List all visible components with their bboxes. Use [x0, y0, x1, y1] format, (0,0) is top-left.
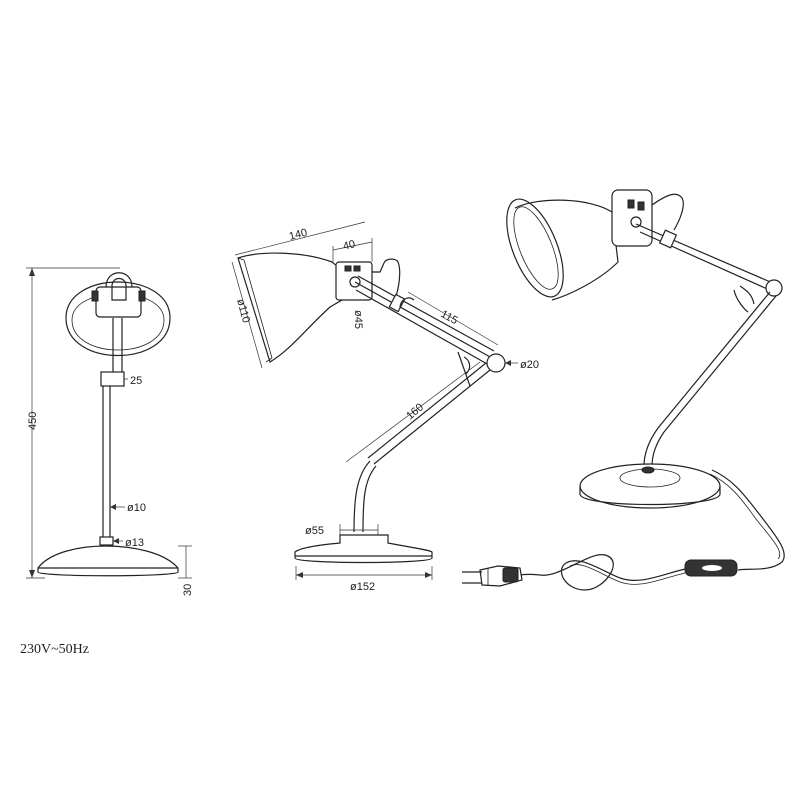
dim-base-13: ø13 [125, 537, 144, 549]
side-view: 140 40 ø110 ø45 115 ø20 160 [231, 221, 539, 593]
dim-arm-25: 25 [130, 375, 142, 387]
dim-stem-10: ø10 [127, 502, 146, 514]
dim-shade-length-140: 140 [288, 227, 309, 243]
dim-joint-dia-20: ø20 [520, 359, 539, 371]
voltage-rating: 230V~50Hz [20, 642, 90, 657]
dim-socket-40: 40 [342, 238, 357, 253]
front-view: 450 25 ø10 ø13 30 [26, 267, 194, 596]
dim-base-height-30: 30 [182, 584, 194, 596]
dim-shade-dia-110: ø110 [234, 298, 252, 325]
perspective-view [462, 189, 785, 591]
dim-base-dia-152: ø152 [350, 581, 375, 593]
dim-upper-arm-115: 115 [439, 308, 460, 327]
dim-stem-dia-55: ø55 [305, 525, 324, 537]
dim-height-450: 450 [27, 412, 39, 430]
dim-socket-dia-45: ø45 [352, 310, 364, 329]
